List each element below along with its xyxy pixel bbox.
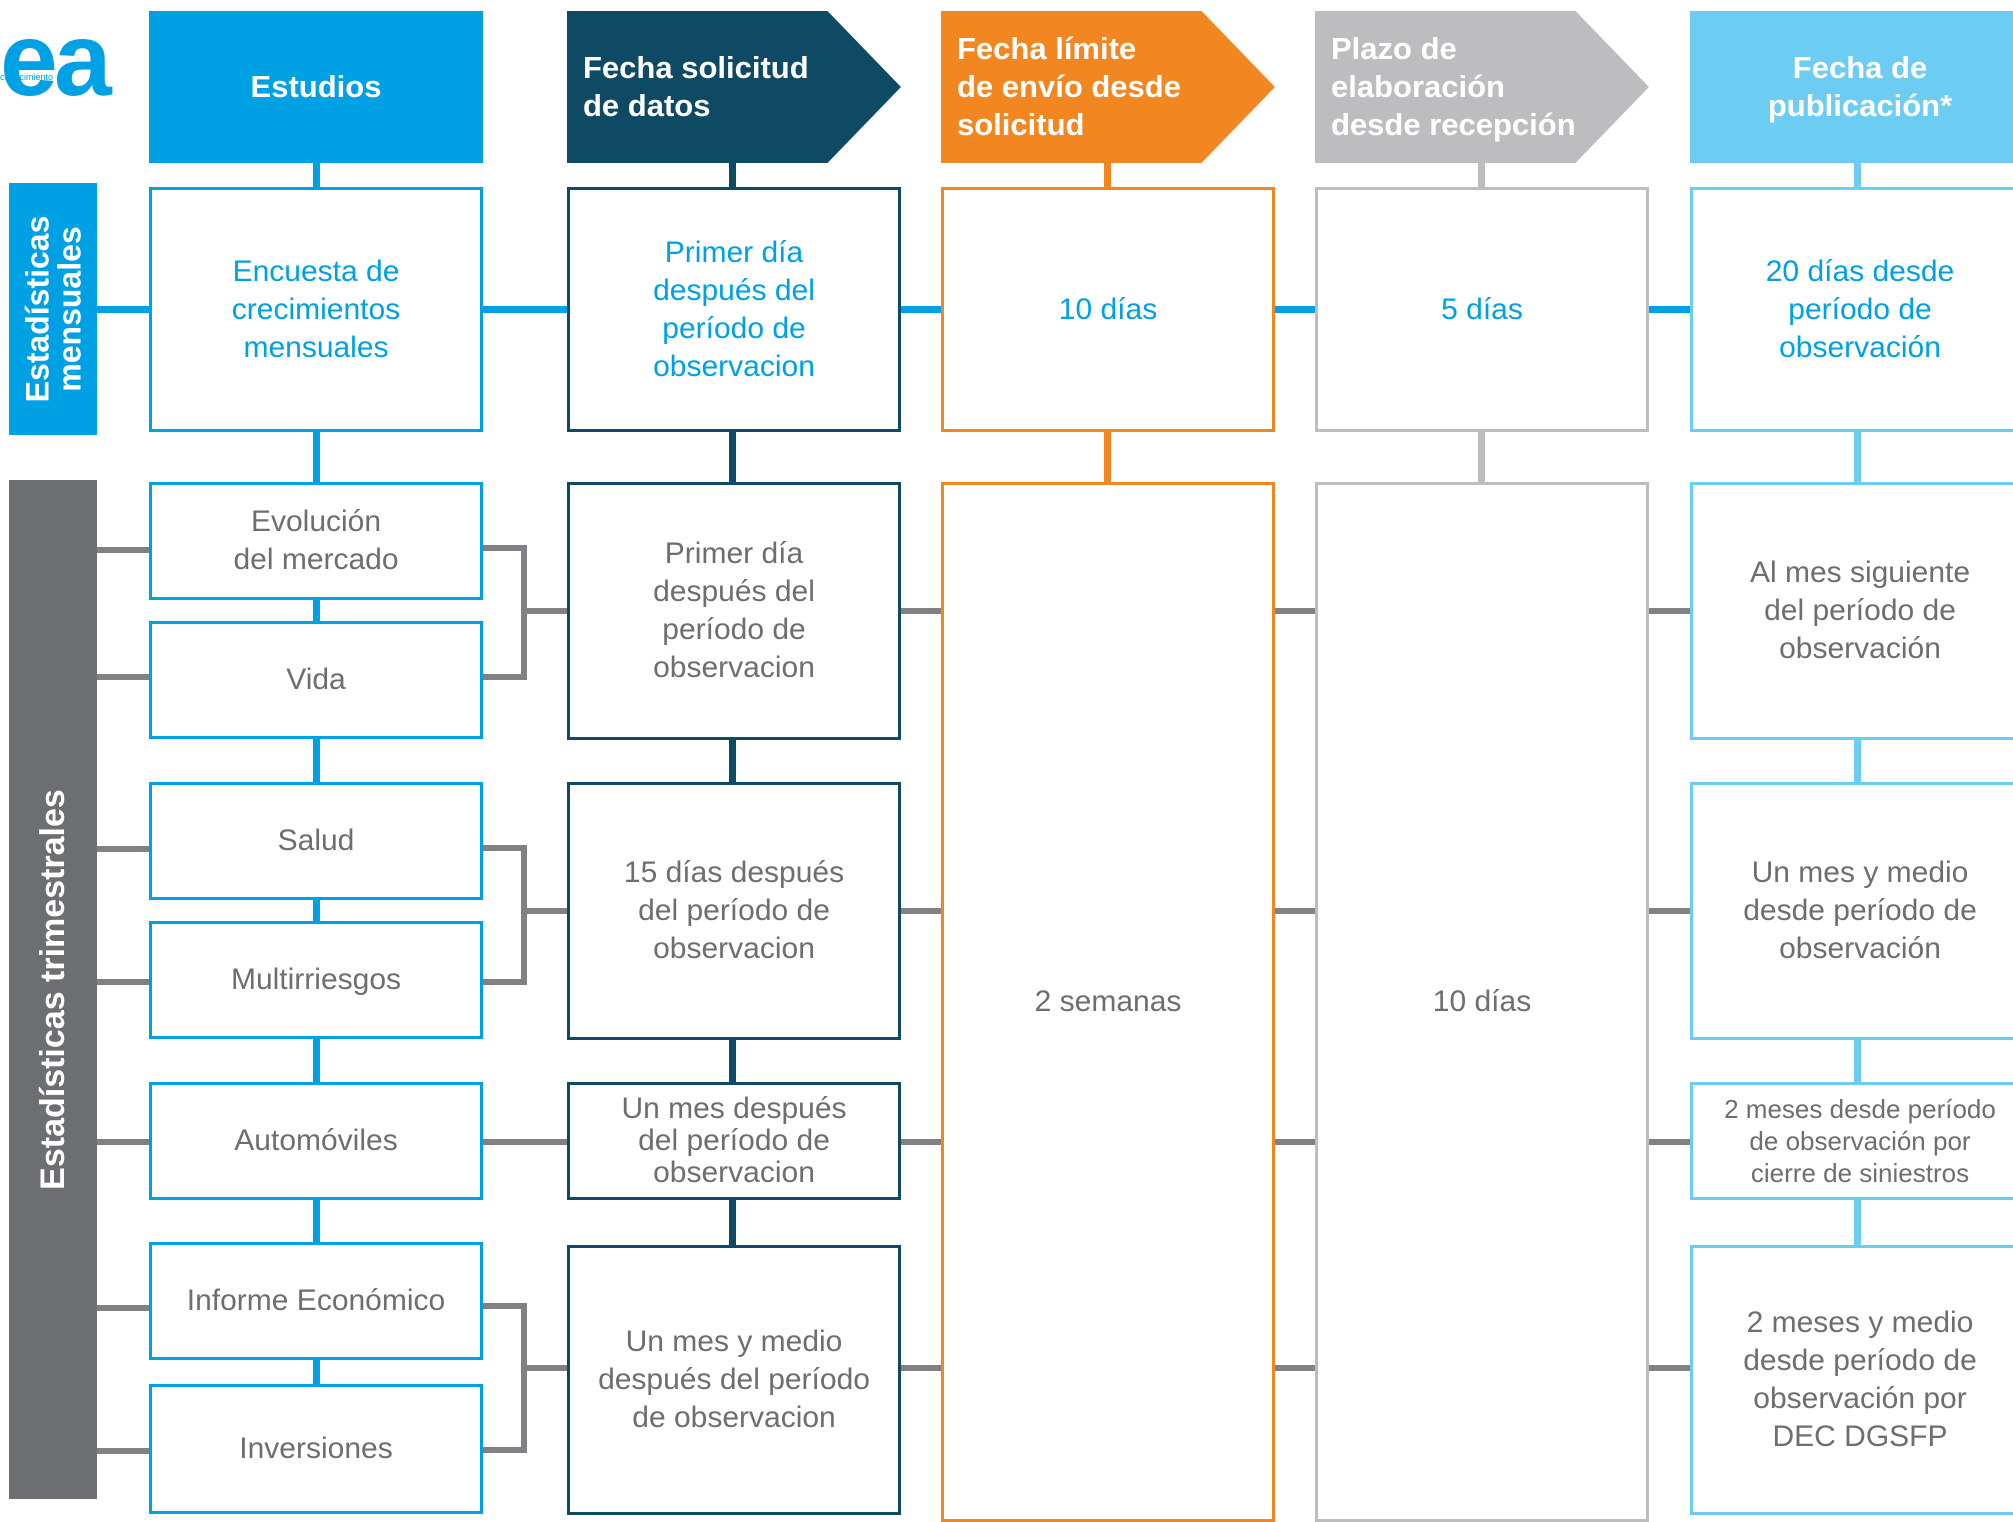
section-trimestrales: Estadísticas trimestrales bbox=[9, 480, 97, 1499]
header-envio: Fecha límite de envío desde solicitud bbox=[941, 11, 1275, 163]
trim-left-connector bbox=[97, 846, 151, 852]
trim-publicacion-box: 2 meses y medio desde período de observa… bbox=[1690, 1245, 2013, 1515]
header-solicitud-line: de datos bbox=[583, 88, 711, 123]
trim-envio-text: 2 semanas bbox=[1034, 985, 1182, 1018]
header-publicacion: Fecha de publicación* bbox=[1690, 11, 2013, 163]
trim-solicitud-text: Un mes después del período de observacio… bbox=[621, 1092, 847, 1189]
header-envio-line: de envío desde bbox=[957, 69, 1181, 104]
trim-estudio-box: Evolución del mercado bbox=[149, 482, 483, 600]
bracket bbox=[480, 545, 527, 680]
mensual-envio-text: 10 días bbox=[1058, 292, 1158, 326]
header-elaboracion-line: elaboración bbox=[1331, 69, 1505, 104]
trim-estudio-box: Inversiones bbox=[149, 1384, 483, 1514]
trim-solicitud-text: Un mes y medio después del período de ob… bbox=[598, 1325, 870, 1434]
header-estudios-label: Estudios bbox=[250, 69, 382, 104]
trim-solicitud-text: Primer día después del período de observ… bbox=[653, 537, 815, 684]
trim-estudio-text: Informe Económico bbox=[186, 1284, 446, 1317]
trim-publicacion-text: Al mes siguiente del período de observac… bbox=[1749, 556, 1971, 665]
header-publicacion-line: publicación* bbox=[1767, 88, 1953, 123]
trim-envio-box: 2 semanas bbox=[941, 482, 1275, 1522]
trim-estudio-text: Automóviles bbox=[234, 1124, 398, 1157]
header-elaboracion: Plazo de elaboración desde recepción bbox=[1315, 11, 1649, 163]
trim-left-connector bbox=[97, 1448, 151, 1454]
header-estudios: Estudios bbox=[149, 11, 483, 163]
trim-estudio-box: Vida bbox=[149, 621, 483, 739]
trim-estudio-box: Salud bbox=[149, 782, 483, 900]
trim-estudio-text: Salud bbox=[277, 824, 355, 857]
trim-left-connector bbox=[97, 979, 151, 985]
trim-solicitud-box: Primer día después del período de observ… bbox=[567, 482, 901, 740]
header-elaboracion-line: desde recepción bbox=[1331, 107, 1576, 142]
trim-left-connector bbox=[97, 674, 151, 680]
trim-publicacion-text: Un mes y medio desde período de observac… bbox=[1743, 856, 1977, 965]
bracket bbox=[480, 845, 527, 985]
trim-estudio-text: Evolución del mercado bbox=[233, 505, 399, 576]
mensual-estudio-text: Encuesta de crecimientos mensuales bbox=[231, 254, 401, 364]
mensual-publicacion-text: 20 días desde período de observación bbox=[1765, 254, 1955, 364]
mensual-publicacion-box: 20 días desde período de observación bbox=[1690, 187, 2013, 432]
trim-solicitud-box: 15 días después del período de observaci… bbox=[567, 782, 901, 1040]
logo-subtitle: conocimiento bbox=[0, 72, 54, 82]
trim-estudio-box: Informe Económico bbox=[149, 1242, 483, 1360]
header-envio-line: Fecha límite bbox=[957, 31, 1137, 66]
mensual-elaboracion-box: 5 días bbox=[1315, 187, 1649, 432]
header-elaboracion-line: Plazo de bbox=[1331, 31, 1457, 66]
header-solicitud-line: Fecha solicitud bbox=[583, 50, 809, 85]
mensual-estudio-box: Encuesta de crecimientos mensuales bbox=[149, 187, 483, 432]
trim-estudio-text: Inversiones bbox=[239, 1432, 393, 1465]
trim-left-connector bbox=[97, 1139, 151, 1145]
trim-publicacion-box: Un mes y medio desde período de observac… bbox=[1690, 782, 2013, 1040]
trim-estudio-box: Automóviles bbox=[149, 1082, 483, 1200]
trim-left-connector bbox=[97, 1305, 151, 1311]
trim-publicacion-text: 2 meses desde período de observación por… bbox=[1724, 1094, 1996, 1188]
trim-elaboracion-box: 10 días bbox=[1315, 482, 1649, 1522]
header-envio-line: solicitud bbox=[957, 107, 1085, 142]
mensual-solicitud-text: Primer día después del período de observ… bbox=[653, 235, 815, 383]
trim-estudio-text: Multirriesgos bbox=[230, 963, 402, 996]
logo: ea bbox=[0, 2, 112, 118]
trim-left-connector bbox=[97, 547, 151, 553]
trim-solicitud-box: Un mes después del período de observacio… bbox=[567, 1082, 901, 1200]
section-mensuales: Estadísticas mensuales bbox=[9, 183, 97, 435]
trim-publicacion-box: 2 meses desde período de observación por… bbox=[1690, 1082, 2013, 1200]
mensual-elaboracion-text: 5 días bbox=[1441, 292, 1523, 326]
trim-publicacion-text: 2 meses y medio desde período de observa… bbox=[1743, 1306, 1977, 1453]
section-mensuales-line: mensuales bbox=[51, 226, 88, 392]
trim-estudio-box: Multirriesgos bbox=[149, 921, 483, 1039]
trim-solicitud-text: 15 días después del período de observaci… bbox=[623, 856, 845, 965]
mensual-solicitud-box: Primer día después del período de observ… bbox=[567, 187, 901, 432]
trim-estudio-text: Vida bbox=[286, 663, 346, 696]
header-solicitud: Fecha solicitud de datos bbox=[567, 11, 901, 163]
trim-elaboracion-text: 10 días bbox=[1432, 985, 1532, 1018]
section-trimestrales-label: Estadísticas trimestrales bbox=[33, 789, 72, 1190]
mensual-envio-box: 10 días bbox=[941, 187, 1275, 432]
trim-publicacion-box: Al mes siguiente del período de observac… bbox=[1690, 482, 2013, 740]
bracket bbox=[480, 1303, 527, 1453]
header-publicacion-line: Fecha de bbox=[1792, 50, 1928, 85]
section-mensuales-line: Estadísticas bbox=[19, 215, 56, 403]
trim-solicitud-box: Un mes y medio después del período de ob… bbox=[567, 1245, 901, 1515]
